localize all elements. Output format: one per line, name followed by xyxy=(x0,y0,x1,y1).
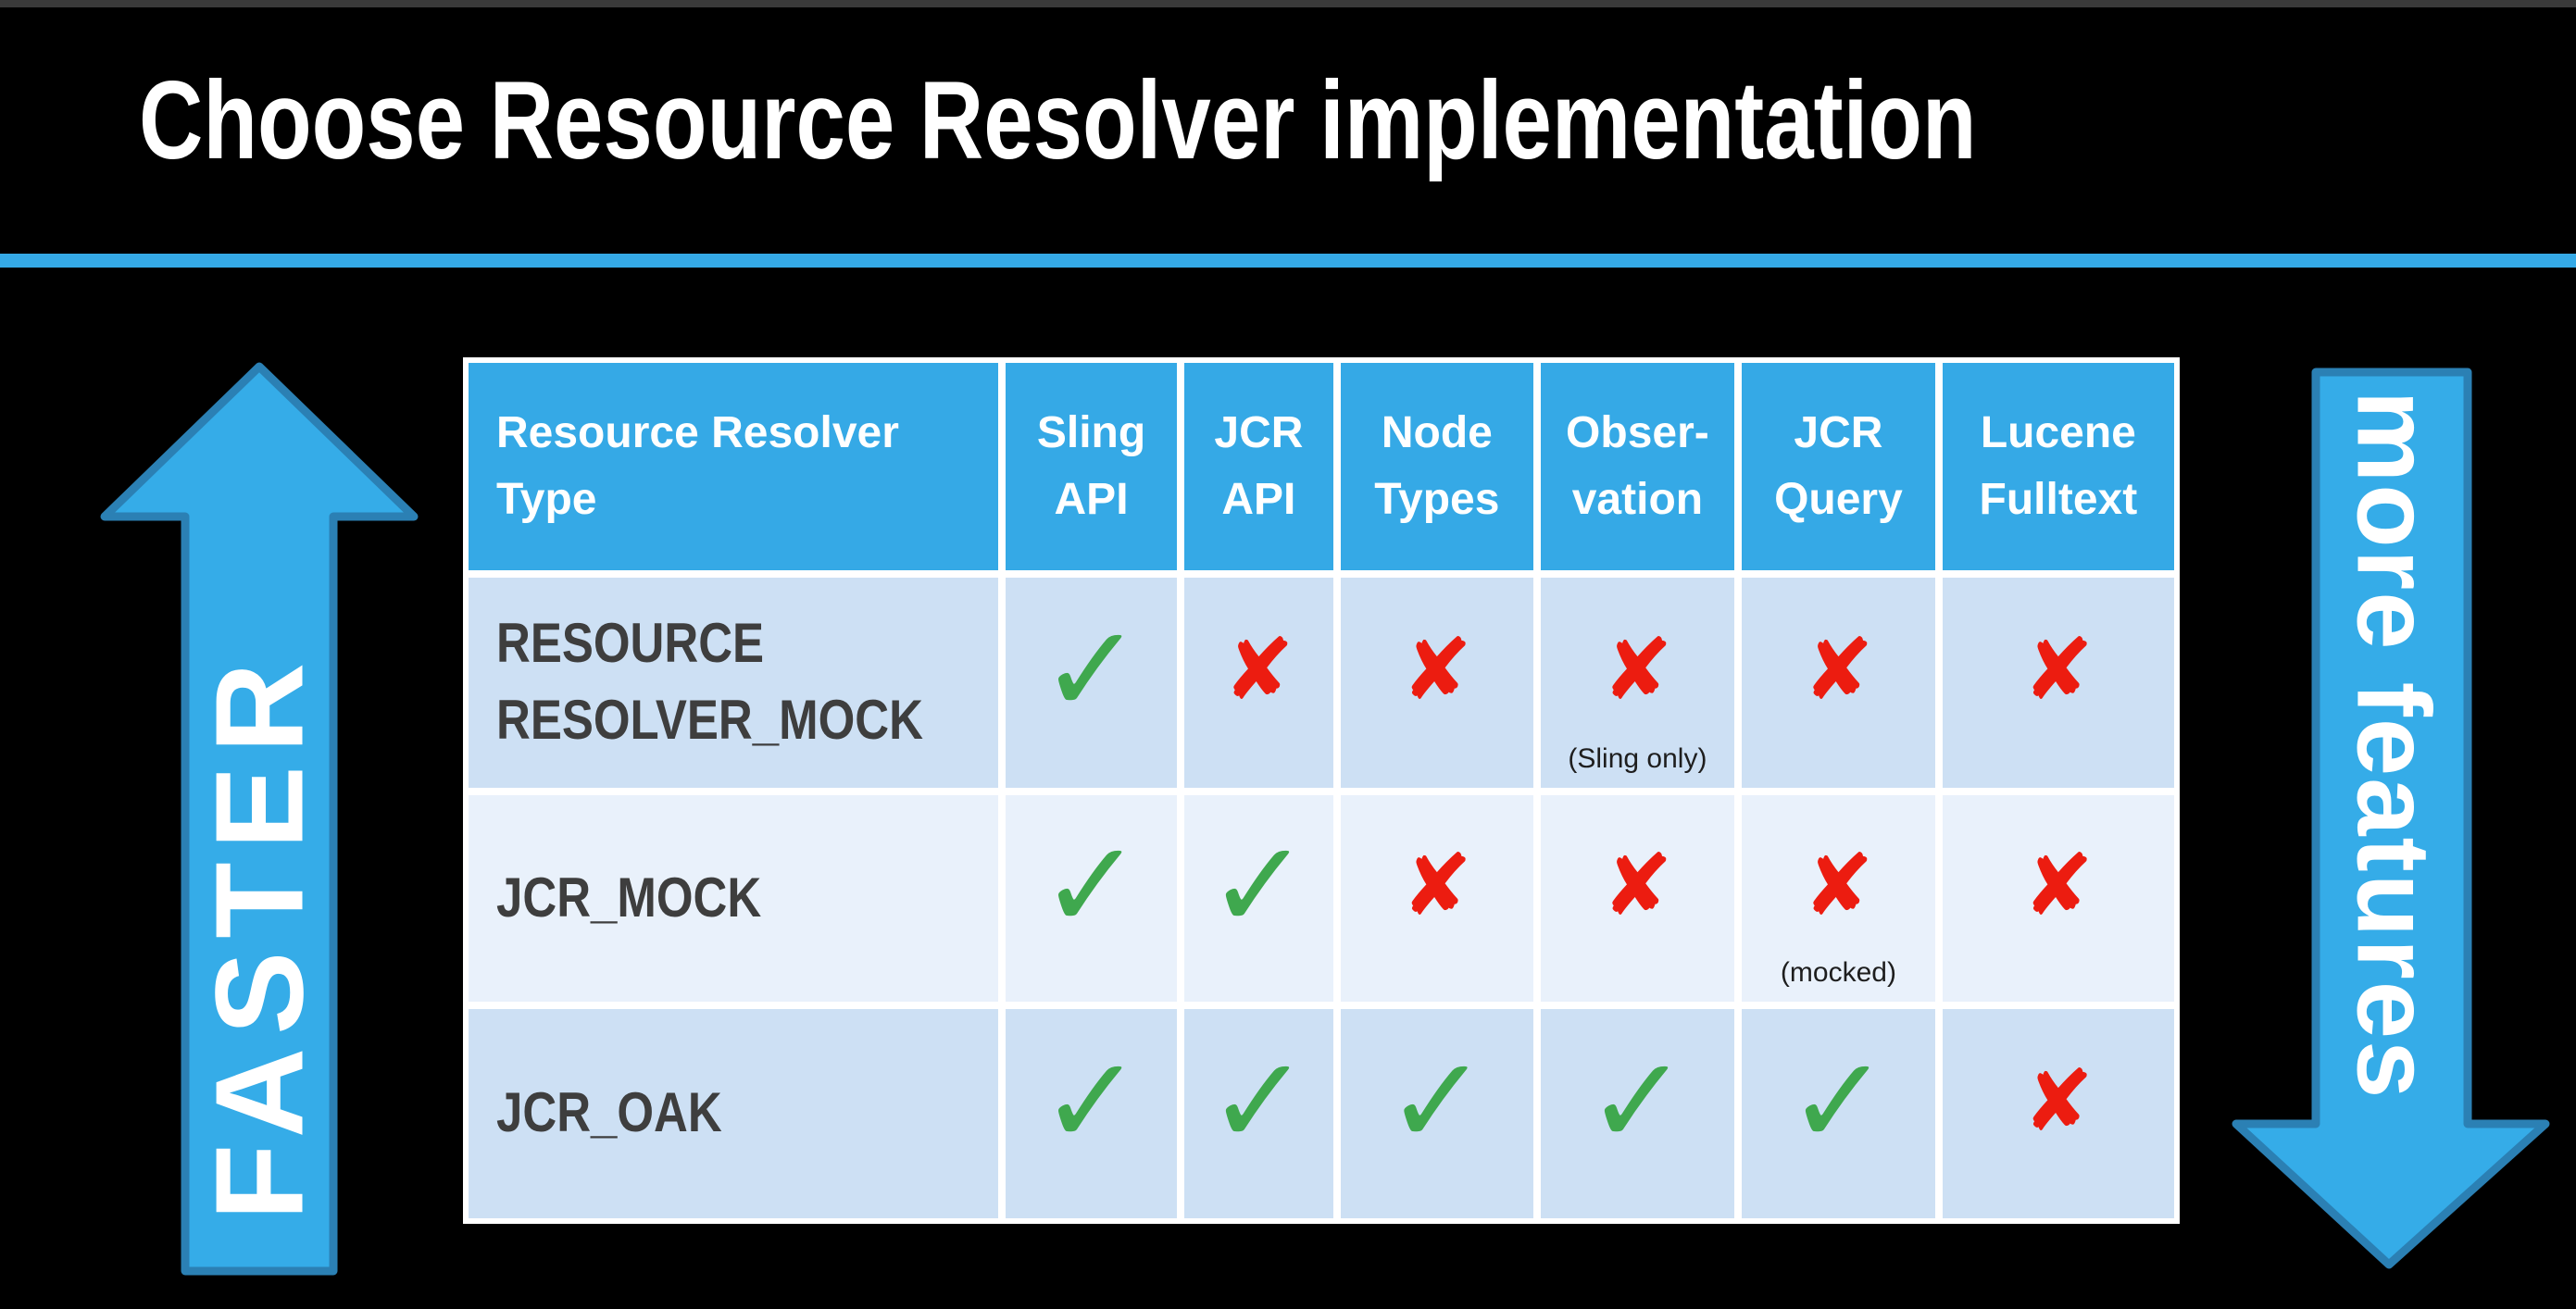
table-cell: ✘ (mocked) xyxy=(1742,794,1935,1002)
cross-icon: ✘ xyxy=(1802,620,1874,720)
cross-icon: ✘ xyxy=(1401,620,1473,720)
cross-icon: ✘ xyxy=(1401,836,1473,936)
table-cell: ✓ xyxy=(1540,1008,1735,1218)
header-text: Type xyxy=(496,474,597,524)
faster-up-arrow-icon xyxy=(100,362,419,1276)
header-text: vation xyxy=(1571,474,1704,524)
table-cell: ✓ xyxy=(1341,1008,1533,1218)
cell-note: (Sling only) xyxy=(1568,742,1707,774)
table-cell: ✘ xyxy=(1742,577,1935,788)
check-icon: ✓ xyxy=(1040,1029,1143,1173)
header-text: Sling xyxy=(1036,407,1146,457)
table-cell: ✓ xyxy=(1006,1008,1177,1218)
cross-icon: ✘ xyxy=(1222,620,1294,720)
cross-icon: ✘ xyxy=(2022,620,2095,720)
check-icon: ✓ xyxy=(1385,1029,1489,1173)
cross-icon: ✘ xyxy=(1601,836,1673,936)
title-divider xyxy=(0,254,2576,268)
header-text: Fulltext xyxy=(1979,474,2138,524)
header-cell-obser-vation: Obser-vation xyxy=(1540,363,1735,570)
check-icon: ✓ xyxy=(1586,1029,1689,1173)
header-text: Query xyxy=(1774,474,1903,524)
table-cell: ✓ xyxy=(1183,1008,1334,1218)
more-features-arrow-label: more features xyxy=(2335,390,2452,1101)
faster-arrow-label: FASTER xyxy=(189,649,330,1221)
table-cell: ✘ xyxy=(1183,577,1334,788)
row-label-jcr-oak: JCR_OAK xyxy=(469,1008,999,1218)
header-text: Node xyxy=(1381,407,1493,457)
table-cell: ✘ xyxy=(1942,1008,2174,1218)
check-icon: ✓ xyxy=(1207,815,1310,958)
row-label-jcr-mock: JCR_MOCK xyxy=(469,794,999,1002)
header-text: Resource Resolver xyxy=(496,407,899,457)
table-cell: ✓ xyxy=(1006,577,1177,788)
header-text: JCR xyxy=(1794,407,1883,457)
table-cell: ✓ xyxy=(1742,1008,1935,1218)
cross-icon: ✘ xyxy=(2022,1051,2095,1151)
table-cell: ✘ xyxy=(1341,577,1533,788)
table-cell: ✓ xyxy=(1183,794,1334,1002)
check-icon: ✓ xyxy=(1207,1029,1310,1173)
header-cell-jcr-query: JCR Query xyxy=(1742,363,1935,570)
table-cell: ✘ xyxy=(1341,794,1533,1002)
header-text: Lucene xyxy=(1980,407,2136,457)
window-top-strip xyxy=(0,0,2576,7)
table-cell: ✘ xyxy=(1942,794,2174,1002)
slide-title-text: Choose Resource Resolver implementation xyxy=(139,58,1977,182)
header-cell-jcr-api: JCR API xyxy=(1183,363,1334,570)
header-text: Types xyxy=(1374,474,1500,524)
check-icon: ✓ xyxy=(1040,599,1143,742)
more-features-down-arrow-icon xyxy=(2232,368,2550,1269)
table-cell: ✘ (Sling only) xyxy=(1540,577,1735,788)
row-label-resource-resolver-mock: RESOURCE RESOLVER_MOCK xyxy=(469,577,999,788)
header-text: Obser- xyxy=(1566,407,1709,457)
table-cell: ✘ xyxy=(1540,794,1735,1002)
row-label-text: JCR_OAK xyxy=(496,1081,722,1144)
header-text: API xyxy=(1054,474,1129,524)
row-label-text: JCR_MOCK xyxy=(496,866,762,929)
row-label-text: RESOURCE RESOLVER_MOCK xyxy=(496,612,923,752)
cross-icon: ✘ xyxy=(1601,620,1673,720)
cell-note: (mocked) xyxy=(1780,956,1896,988)
slide-title: Choose Resource Resolver implementation xyxy=(139,54,2436,187)
check-icon: ✓ xyxy=(1040,815,1143,958)
header-text: JCR xyxy=(1214,407,1304,457)
cross-icon: ✘ xyxy=(1802,836,1874,936)
cross-icon: ✘ xyxy=(2022,836,2095,936)
table-cell: ✓ xyxy=(1006,794,1177,1002)
check-icon: ✓ xyxy=(1787,1029,1890,1173)
header-text: API xyxy=(1221,474,1296,524)
table-cell: ✘ xyxy=(1942,577,2174,788)
